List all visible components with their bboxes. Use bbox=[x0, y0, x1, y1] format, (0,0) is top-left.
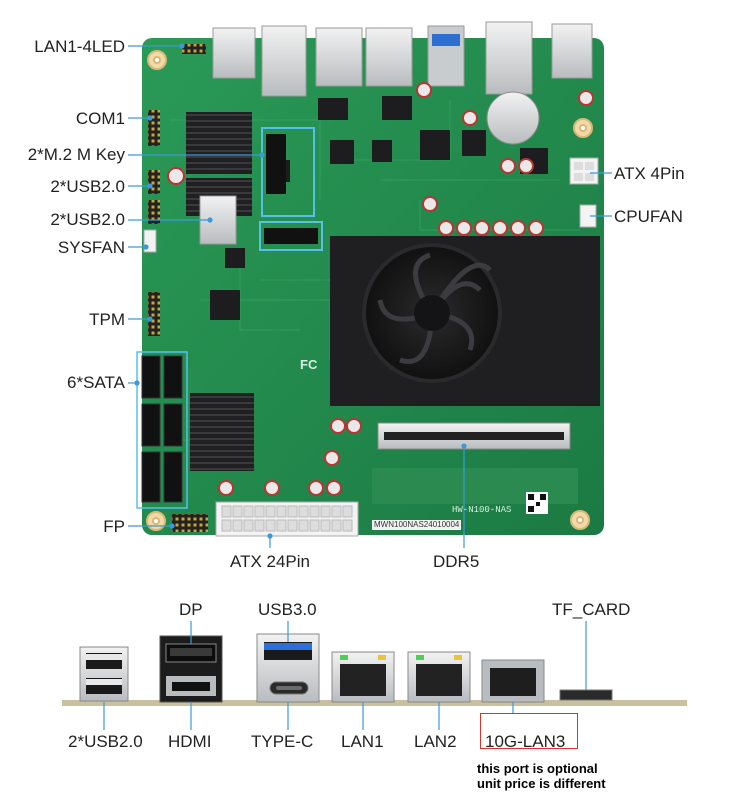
board-serial-text: MWN100NAS24010004 bbox=[372, 520, 462, 530]
label-lan1: LAN1 bbox=[341, 732, 384, 751]
m2-heatsink bbox=[186, 112, 252, 174]
label-sata: 6*SATA bbox=[67, 373, 125, 392]
board-fcc-mark: FC bbox=[300, 357, 318, 372]
label-cpufan: CPUFAN bbox=[614, 207, 683, 226]
label-io-usb2: 2*USB2.0 bbox=[68, 732, 143, 751]
label-usb2-b: 2*USB2.0 bbox=[50, 210, 125, 229]
label-tpm: TPM bbox=[89, 310, 125, 329]
label-lan-led: LAN1-4LED bbox=[34, 37, 125, 56]
rear-io-top bbox=[212, 21, 593, 97]
label-usb2-a: 2*USB2.0 bbox=[50, 177, 125, 196]
label-lan3: 10G-LAN3 bbox=[485, 732, 566, 751]
label-sysfan: SYSFAN bbox=[57, 238, 125, 257]
capacitors bbox=[167, 82, 594, 496]
note-line2: unit price is different bbox=[477, 776, 606, 791]
label-lan2: LAN2 bbox=[414, 732, 457, 751]
label-m2: 2*M.2 M Key bbox=[27, 145, 125, 164]
label-dp: DP bbox=[179, 600, 203, 619]
cmos-battery bbox=[486, 91, 540, 145]
label-ddr5: DDR5 bbox=[433, 552, 480, 571]
label-hdmi: HDMI bbox=[168, 732, 212, 751]
note-line1: this port is optional bbox=[477, 761, 598, 776]
label-atx24: ATX 24Pin bbox=[230, 552, 311, 571]
label-fp: FP bbox=[103, 517, 125, 536]
sata-ports bbox=[141, 355, 183, 503]
sata-heatsink bbox=[190, 393, 254, 471]
label-tf-card: TF_CARD bbox=[552, 600, 631, 619]
board-model-text: HW-N100-NAS bbox=[452, 505, 512, 515]
label-typec: TYPE-C bbox=[251, 732, 314, 751]
label-usb3: USB3.0 bbox=[258, 600, 317, 619]
label-atx4: ATX 4Pin bbox=[614, 164, 685, 183]
label-com1: COM1 bbox=[75, 109, 125, 128]
lan3-highlight-box bbox=[480, 713, 578, 749]
